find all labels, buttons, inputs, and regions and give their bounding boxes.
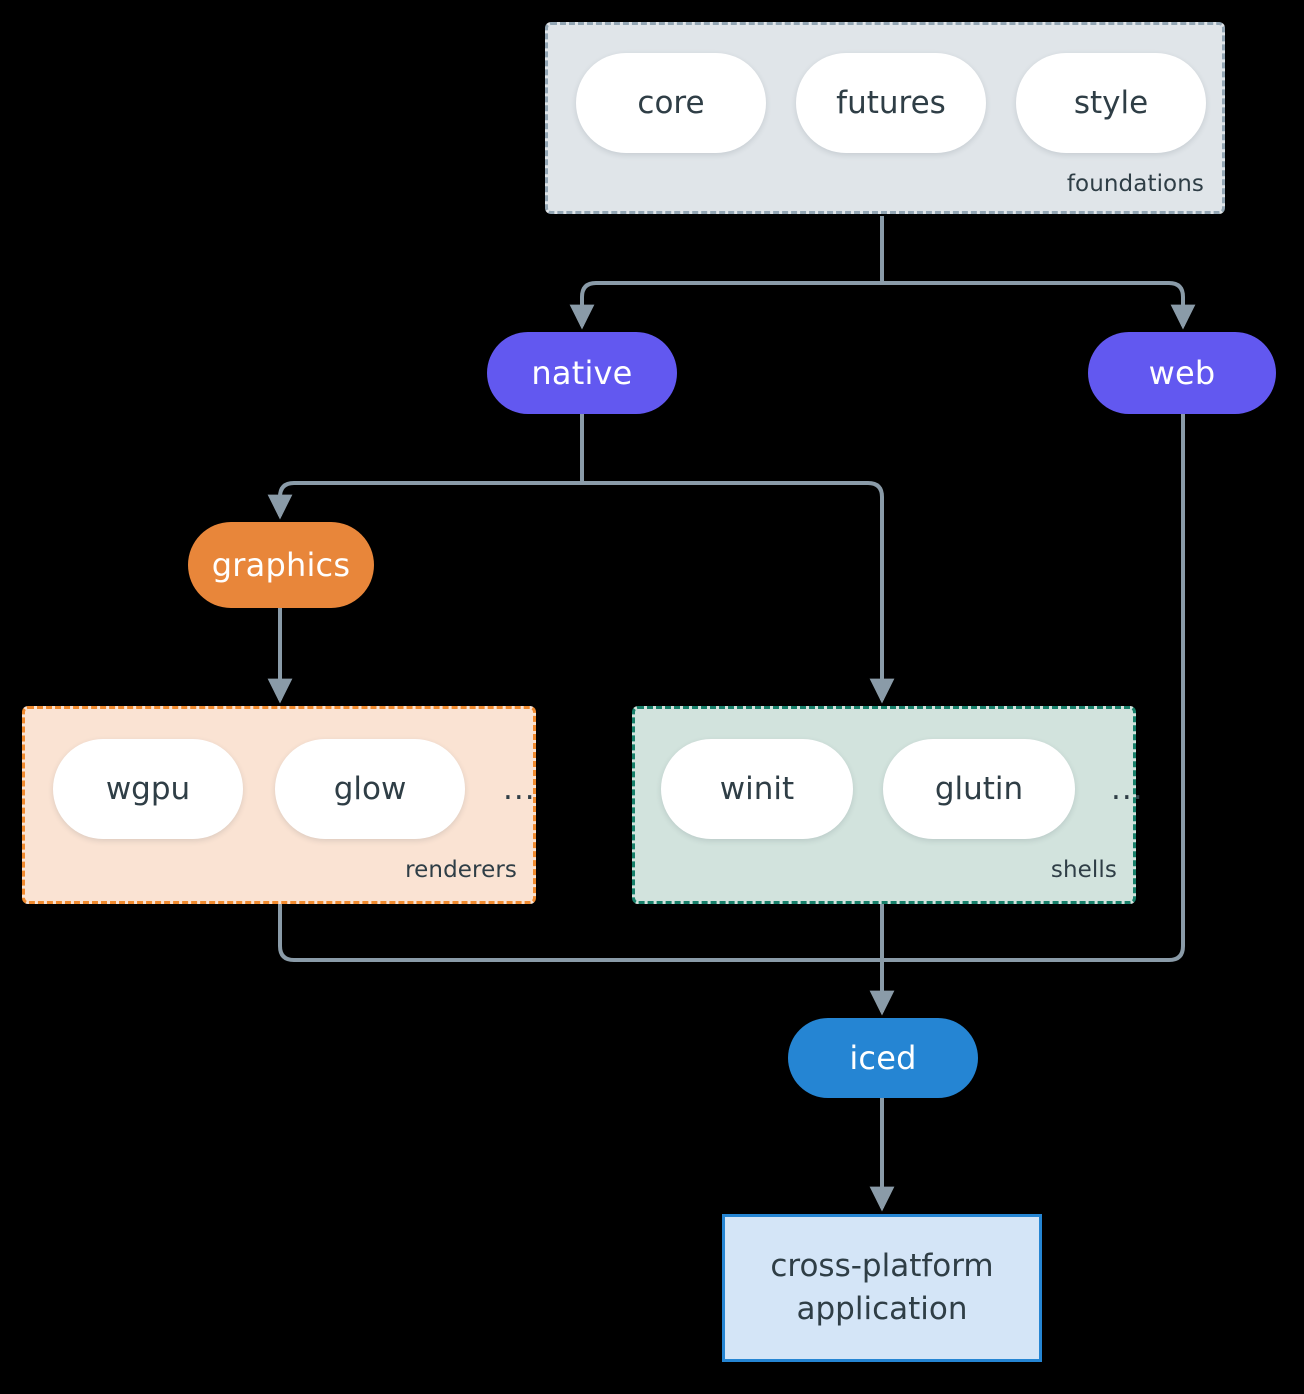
- edge-renderers-to-iced: [278, 904, 882, 962]
- pill-glutin[interactable]: glutin: [883, 739, 1075, 839]
- group-label-foundations: foundations: [1066, 171, 1204, 197]
- edge-native-to-graphics: [267, 481, 582, 520]
- pill-futures[interactable]: futures: [796, 53, 986, 153]
- node-iced[interactable]: iced: [788, 1018, 978, 1098]
- shells-pill-row: winit glutin ...: [661, 739, 1150, 839]
- node-native[interactable]: native: [487, 332, 677, 414]
- node-graphics[interactable]: graphics: [188, 522, 374, 608]
- group-label-shells: shells: [1050, 857, 1117, 883]
- application-label-line1: cross-platform: [770, 1248, 994, 1285]
- edge-foundations-to-native: [569, 281, 882, 330]
- group-renderers: wgpu glow ... renderers: [22, 706, 536, 904]
- edge-foundations-to-web: [882, 281, 1196, 330]
- pill-glow[interactable]: glow: [275, 739, 465, 839]
- group-label-renderers: renderers: [405, 857, 517, 883]
- pill-core[interactable]: core: [576, 53, 766, 153]
- renderers-pill-row: wgpu glow ...: [53, 739, 542, 839]
- group-shells: winit glutin ... shells: [632, 706, 1143, 904]
- pill-winit[interactable]: winit: [661, 739, 853, 839]
- pill-wgpu[interactable]: wgpu: [53, 739, 243, 839]
- application-label-line2: application: [796, 1291, 968, 1327]
- renderers-more-ellipsis: ...: [503, 771, 536, 807]
- node-web[interactable]: web: [1088, 332, 1276, 414]
- pill-style[interactable]: style: [1016, 53, 1206, 153]
- foundations-pill-row: core futures style: [576, 53, 1206, 153]
- shells-more-ellipsis: ...: [1111, 771, 1144, 807]
- edge-native-to-shells: [582, 481, 895, 704]
- node-cross-platform-application[interactable]: cross-platform application: [722, 1214, 1042, 1362]
- group-foundations: core futures style foundations: [545, 22, 1225, 214]
